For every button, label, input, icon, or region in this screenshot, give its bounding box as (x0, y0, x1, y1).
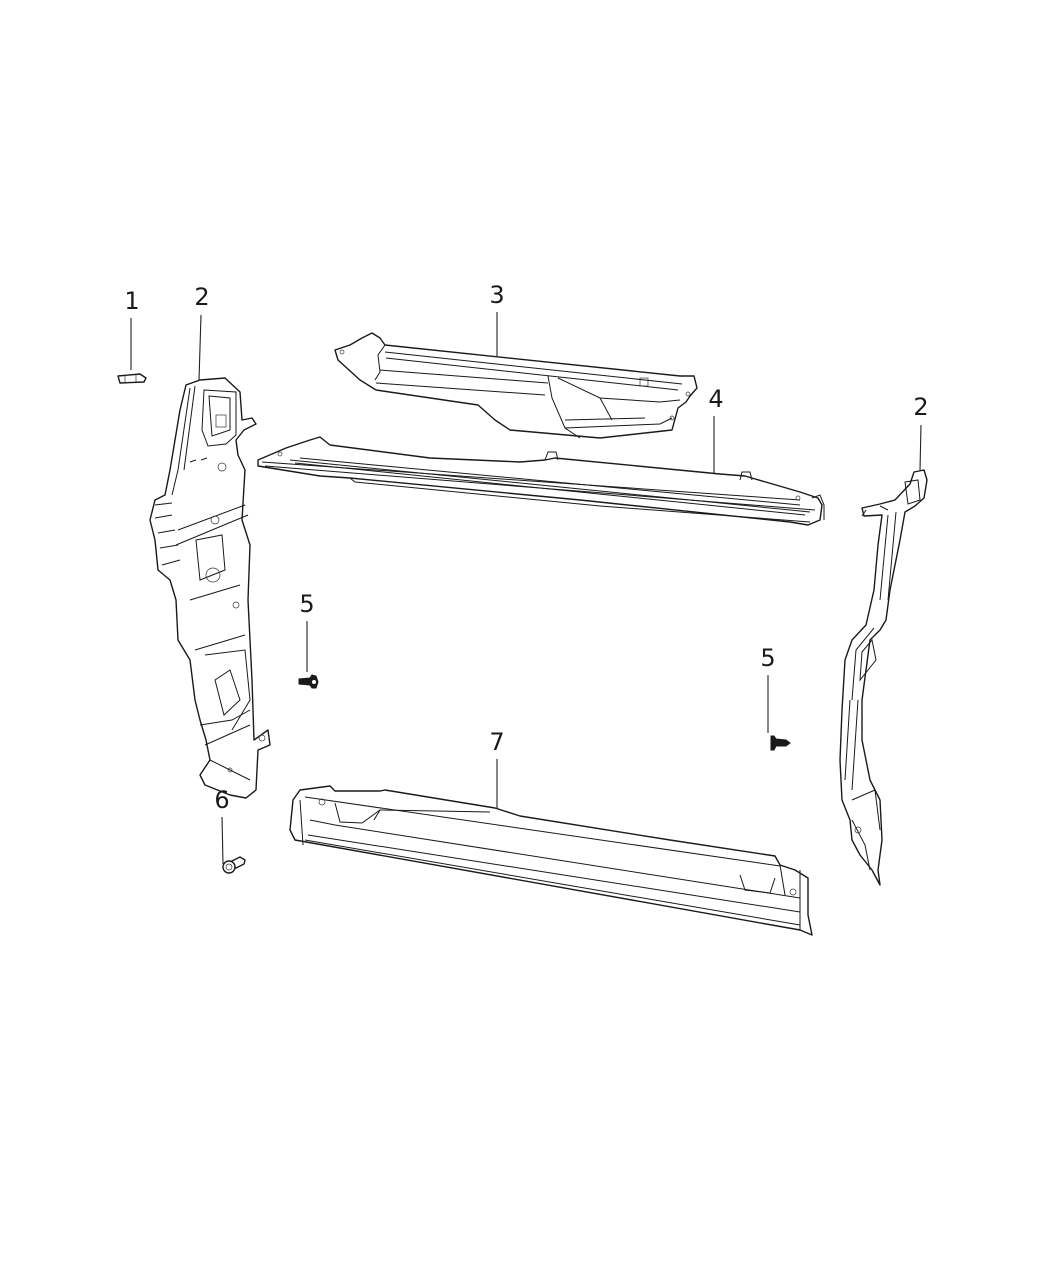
leader-lines (130, 312, 922, 865)
callout-1: 1 (124, 287, 140, 315)
push-pin-part-5-right (770, 735, 791, 751)
callout-6: 6 (214, 786, 230, 814)
callout-4: 4 (708, 385, 724, 413)
upper-support-panel-part-4 (257, 436, 825, 526)
clip-part-1 (117, 373, 147, 384)
callout-5-right: 5 (760, 644, 776, 672)
callout-7: 7 (489, 728, 505, 756)
callout-5-left: 5 (299, 590, 315, 618)
left-side-bracket-part-2 (149, 377, 271, 799)
bolt-part-6 (222, 856, 246, 874)
upper-crossmember-part-3 (334, 332, 698, 439)
right-side-bracket-part-2 (839, 469, 928, 886)
callout-2-left: 2 (194, 283, 210, 311)
callout-2-right: 2 (913, 393, 929, 421)
screw-part-5-left (298, 674, 319, 689)
callout-3: 3 (489, 281, 505, 309)
lower-crossmember-part-7 (289, 785, 813, 936)
